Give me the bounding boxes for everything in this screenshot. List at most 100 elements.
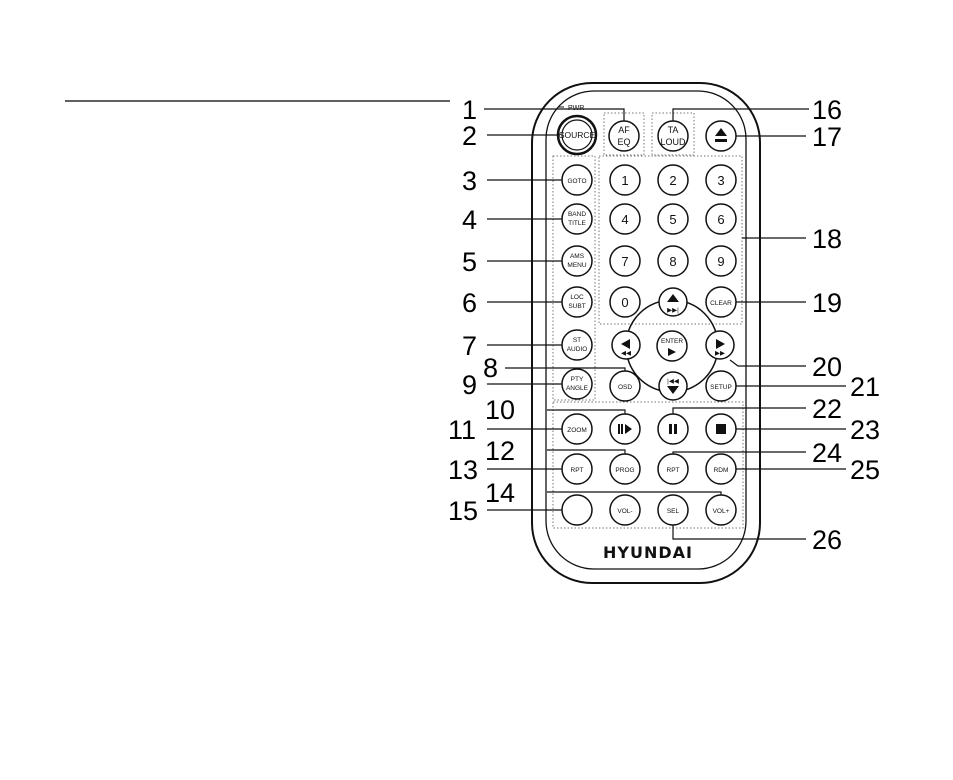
svg-text:OSD: OSD [618,384,632,391]
callout-13: 13 [448,455,478,485]
svg-text:◀◀: ◀◀ [621,350,632,357]
svg-text:SOURCE: SOURCE [559,130,596,140]
callout-6: 6 [462,288,477,318]
svg-text:|◀◀: |◀◀ [667,378,680,385]
callout-22: 22 [812,394,842,424]
svg-text:RPT: RPT [667,467,680,474]
callout-17: 17 [812,122,842,152]
digit-7-button[interactable]: 7 [610,246,640,276]
rdm-button[interactable]: RDM [706,454,736,484]
svg-text:ENTER: ENTER [661,338,683,345]
callout-24: 24 [812,438,842,468]
svg-text:0: 0 [621,295,628,310]
svg-text:LOUD: LOUD [660,137,686,147]
svg-text:ST: ST [573,337,581,344]
brand-logo: HYUNDAI [603,543,693,562]
digit-1-button[interactable]: 1 [610,165,640,195]
digit-2-button[interactable]: 2 [658,165,688,195]
digit-0-button[interactable]: 0 [610,287,640,317]
svg-text:PTY: PTY [571,376,584,383]
callout-2: 2 [462,121,477,151]
svg-text:TA: TA [668,125,679,135]
stop-button[interactable] [706,414,736,444]
callout-12: 12 [485,436,515,466]
svg-text:2: 2 [669,173,676,188]
svg-text:ANGLE: ANGLE [566,385,589,392]
callout-18: 18 [812,224,842,254]
digit-5-button[interactable]: 5 [658,204,688,234]
callout-20: 20 [812,352,842,382]
svg-text:AUDIO: AUDIO [567,346,588,353]
svg-text:PROG: PROG [615,467,634,474]
svg-text:SETUP: SETUP [710,384,732,391]
clear-button[interactable]: CLEAR [706,287,736,317]
osd-button[interactable]: OSD [610,371,640,401]
callout-25: 25 [850,455,880,485]
svg-text:TITLE: TITLE [568,220,586,227]
zoom-button[interactable]: ZOOM [562,414,592,444]
setup-button[interactable]: SETUP [706,371,736,401]
svg-text:BAND: BAND [568,211,586,218]
digit-8-button[interactable]: 8 [658,246,688,276]
vol-minus-button[interactable]: VOL- [610,495,640,525]
callout-26: 26 [812,525,842,555]
svg-text:▶▶: ▶▶ [715,350,726,357]
svg-text:VOL+: VOL+ [713,508,730,515]
svg-text:▶▶|: ▶▶| [667,307,679,314]
digit-4-button[interactable]: 4 [610,204,640,234]
rpt-button[interactable]: RPT [658,454,688,484]
left-rewind-button[interactable]: ◀◀ [612,331,640,359]
svg-text:7: 7 [621,254,628,269]
ams-menu-button[interactable]: AMS MENU [562,246,592,276]
callout-9: 9 [462,370,477,400]
svg-text:SEL: SEL [667,508,680,515]
st-audio-button[interactable]: ST AUDIO [562,330,592,360]
svg-text:4: 4 [621,212,628,227]
eject-button[interactable] [706,121,736,151]
svg-text:3: 3 [717,173,724,188]
digit-9-button[interactable]: 9 [706,246,736,276]
svg-text:AF: AF [618,125,630,135]
right-forward-button[interactable]: ▶▶ [706,331,734,359]
band-button[interactable]: BAND TITLE [562,204,592,234]
svg-text:RPT: RPT [571,467,584,474]
digit-6-button[interactable]: 6 [706,204,736,234]
callout-10: 10 [485,395,515,425]
callout-16: 16 [812,95,842,125]
ta-loud-button[interactable]: TA LOUD [658,121,688,151]
prog-button[interactable]: PROG [610,454,640,484]
enter-button[interactable]: ENTER [657,331,687,361]
svg-text:LOC: LOC [570,294,584,301]
svg-text:RDM: RDM [714,467,729,474]
svg-text:CLEAR: CLEAR [710,300,732,307]
svg-text:9: 9 [717,254,724,269]
callout-7: 7 [462,331,477,361]
callout-14: 14 [485,478,515,508]
source-button[interactable]: SOURCE [558,116,596,154]
svg-text:ZOOM: ZOOM [567,427,587,434]
af-eq-button[interactable]: AF EQ [609,121,639,151]
svg-text:1: 1 [621,173,628,188]
digit-3-button[interactable]: 3 [706,165,736,195]
callout-23: 23 [850,415,880,445]
stop-icon [716,424,726,434]
callout-4: 4 [462,205,477,235]
callout-11: 11 [448,415,476,445]
pty-angle-button[interactable]: PTY ANGLE [562,369,592,399]
callout-3: 3 [462,166,477,196]
up-next-button[interactable]: ▶▶| [659,288,687,316]
goto-button[interactable]: GOTO [562,165,592,195]
down-prev-button[interactable]: |◀◀ [659,372,687,400]
svg-text:6: 6 [717,212,724,227]
pause-button[interactable] [658,414,688,444]
blank-button[interactable] [562,495,592,525]
svg-text:GOTO: GOTO [567,178,586,185]
svg-text:SUBT: SUBT [568,303,585,310]
callout-15: 15 [448,496,478,526]
step-button[interactable] [610,414,640,444]
loc-subt-button[interactable]: LOC SUBT [562,287,592,317]
vol-plus-button[interactable]: VOL+ [706,495,736,525]
callout-5: 5 [462,247,477,277]
sel-button[interactable]: SEL [658,495,688,525]
rpt-left-button[interactable]: RPT [562,454,592,484]
